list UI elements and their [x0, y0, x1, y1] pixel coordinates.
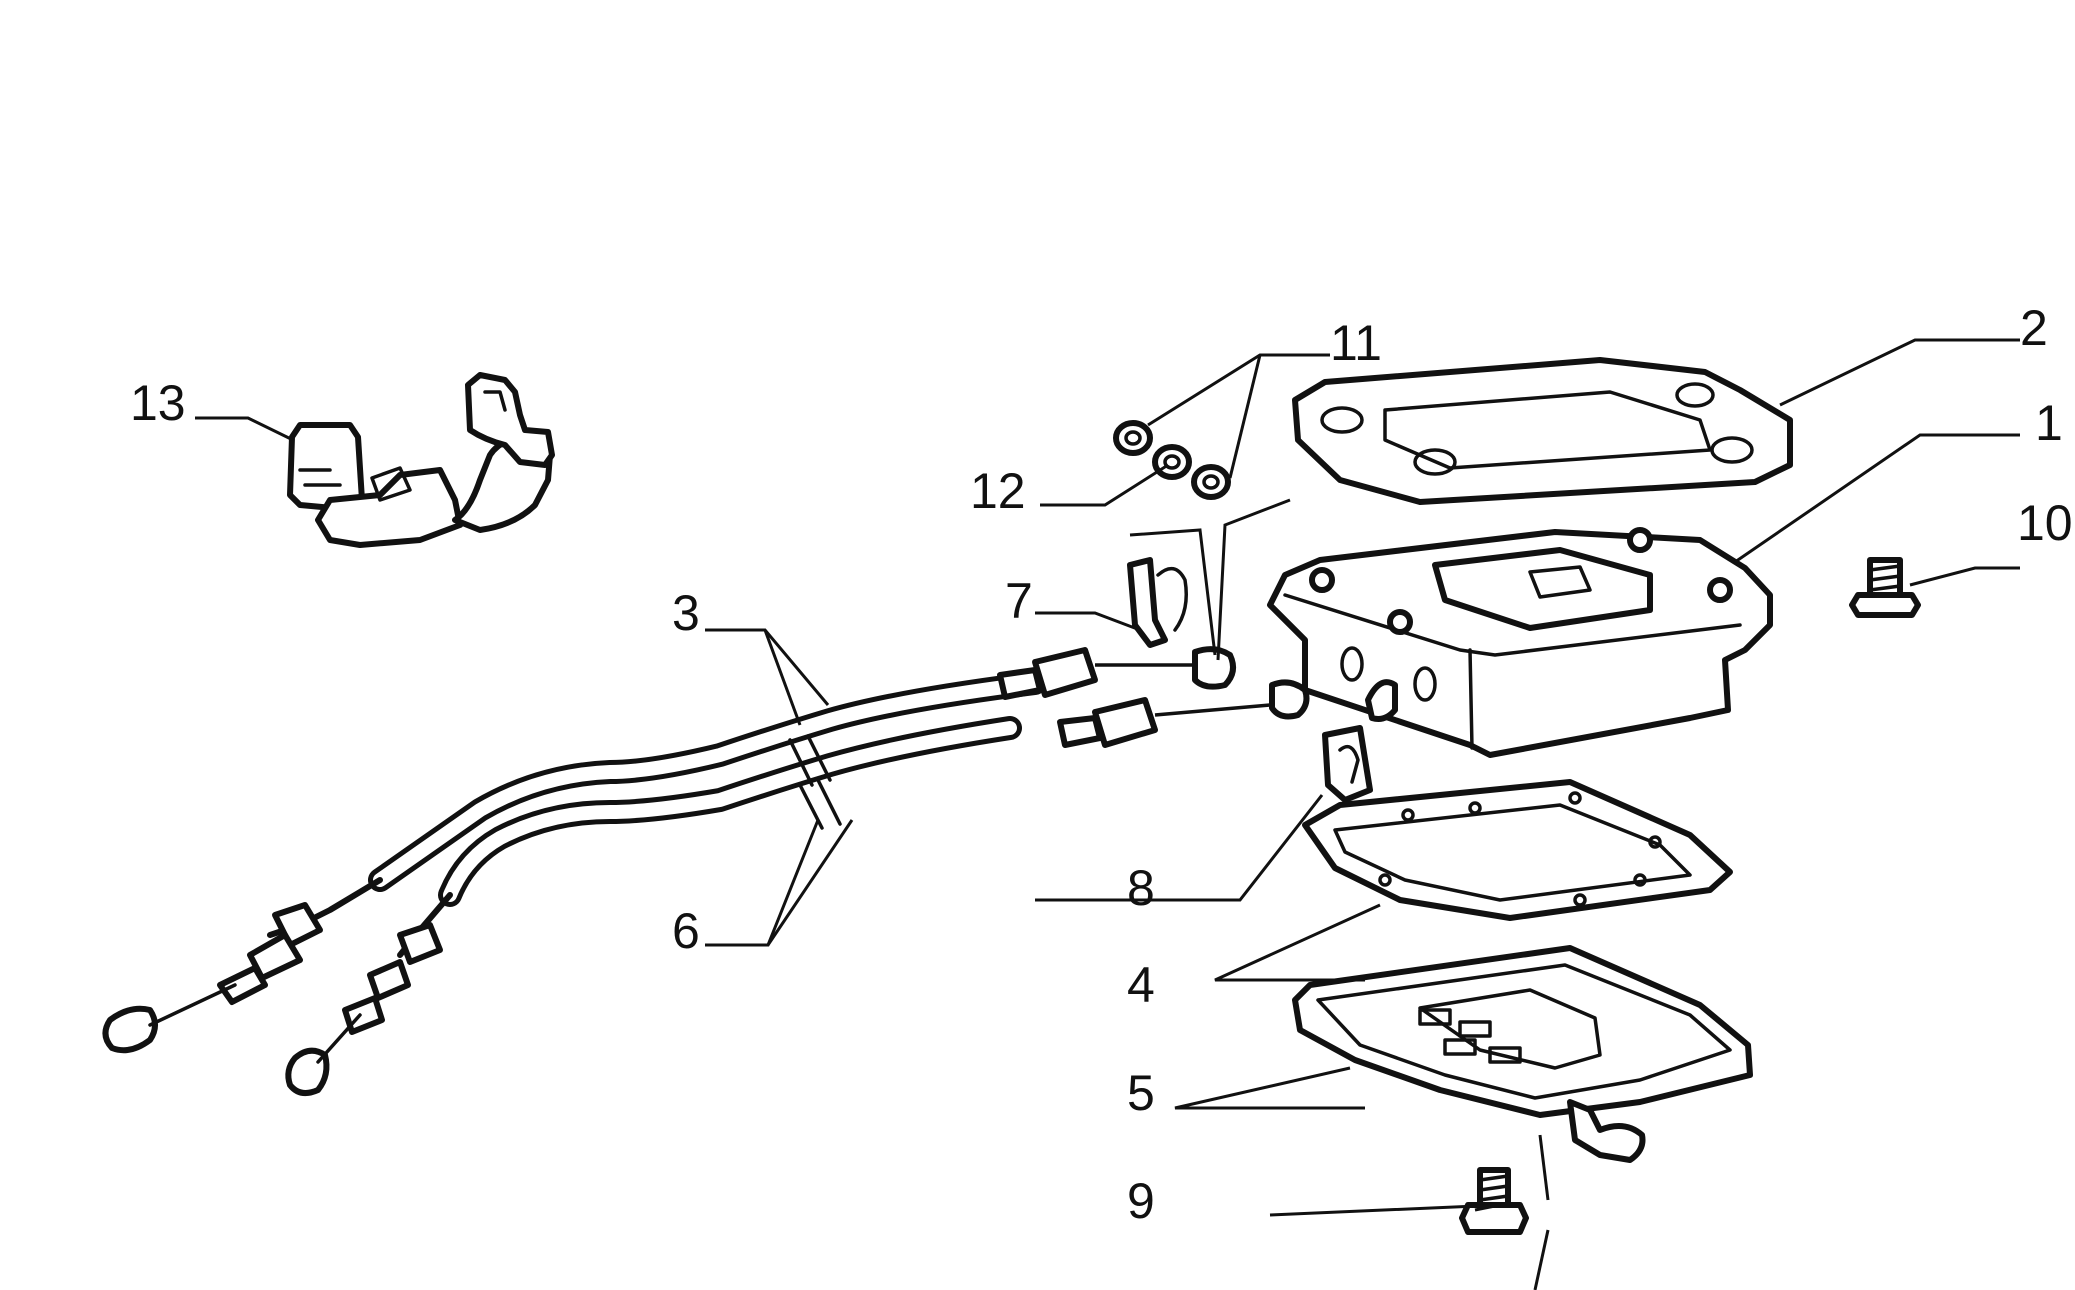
- callout-9: 9: [1127, 1173, 1155, 1229]
- callout-12: 12: [970, 463, 1026, 519]
- part-9-bolt: [1459, 1167, 1529, 1235]
- part-10-bolt: [1849, 557, 1921, 618]
- callout-10: 10: [2017, 495, 2073, 551]
- callout-labels: 2 1 3 4 5 6 7 8 9 10 11 12 13: [130, 300, 2073, 1229]
- part-13-cable-clamp: [287, 372, 555, 548]
- callout-2: 2: [2020, 300, 2048, 356]
- part-8-retaining-clip: [1322, 725, 1373, 803]
- callout-5: 5: [1127, 1065, 1155, 1121]
- callout-8: 8: [1127, 860, 1155, 916]
- part-2-top-gasket: [1292, 357, 1793, 505]
- part-7-retaining-clip: [1127, 557, 1188, 648]
- callout-13: 13: [130, 375, 186, 431]
- centre-lines: [1129, 498, 1550, 1290]
- callout-7: 7: [1005, 573, 1033, 629]
- callout-11: 11: [1330, 315, 1382, 371]
- callout-4: 4: [1127, 957, 1155, 1013]
- callout-6: 6: [672, 903, 700, 959]
- part-3-6-gear-cables: [102, 646, 1310, 1097]
- part-4-lower-gasket: [1302, 779, 1733, 921]
- leader-lines: [195, 338, 2020, 1217]
- callout-3: 3: [672, 585, 700, 641]
- part-1-selector-housing: [1267, 527, 1773, 758]
- part-5-cover-plate: [1292, 945, 1753, 1163]
- callout-1: 1: [2035, 395, 2063, 451]
